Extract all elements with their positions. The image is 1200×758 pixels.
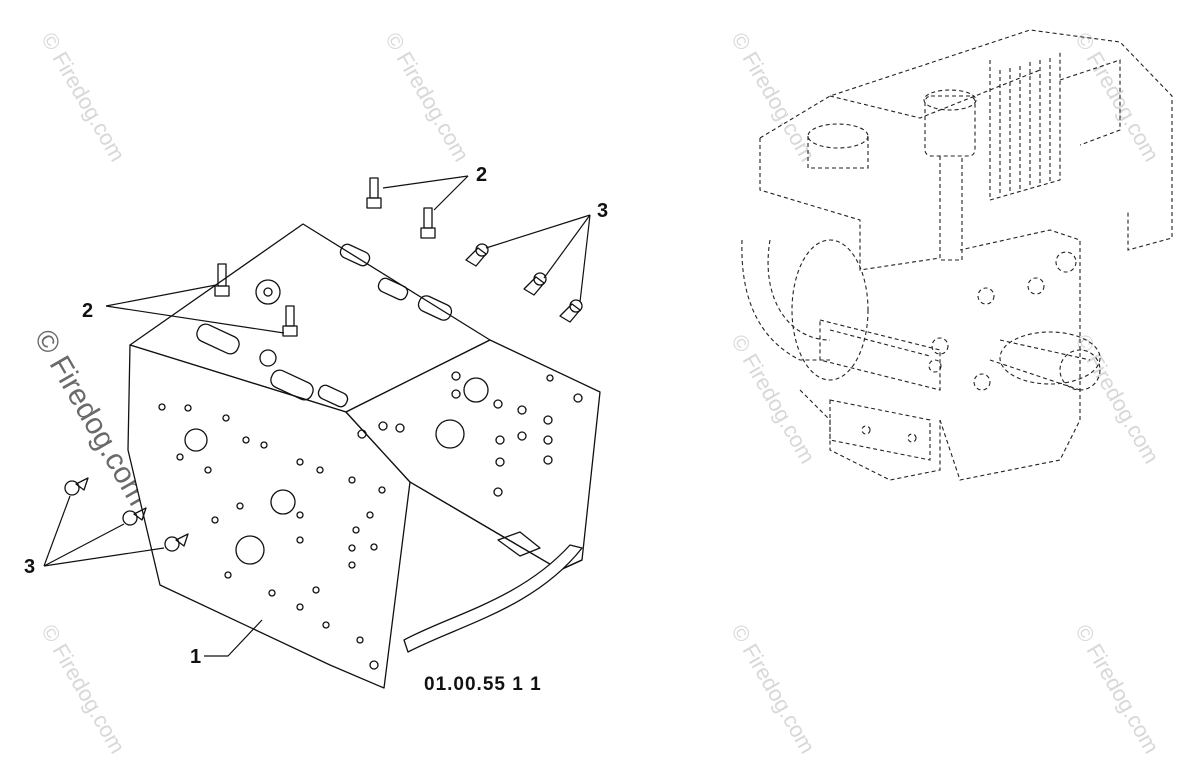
- callout-stud-label: 2: [476, 164, 488, 186]
- callout-stud-label: 2: [82, 300, 94, 322]
- parts-diagram: © Firedog.com © Firedog.com © Firedog.co…: [24, 28, 1173, 758]
- engine-reference: [741, 29, 1173, 481]
- frame-part: [127, 223, 601, 689]
- stud-parts: [105, 175, 469, 337]
- technical-drawing: [43, 29, 1173, 689]
- callout-frame-label: 1: [190, 646, 202, 668]
- drawing-code: 01.00.55 1 1: [424, 674, 542, 695]
- nut-parts: [43, 214, 591, 567]
- callout-nut-label: 3: [24, 556, 36, 578]
- callout-nut-label: 3: [597, 200, 609, 222]
